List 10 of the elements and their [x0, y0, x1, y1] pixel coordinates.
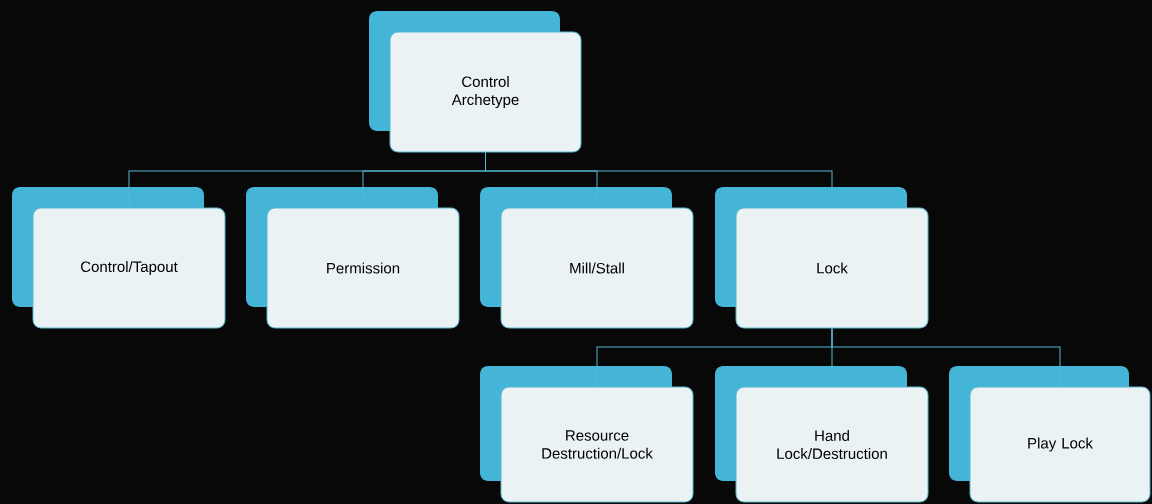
process-box: Lock: [715, 187, 929, 329]
connector: [485, 152, 833, 208]
process-box: Control Archetype: [369, 11, 582, 153]
process-box: Permission: [246, 187, 460, 329]
connector: [831, 328, 1061, 387]
process-box: Play Lock: [949, 366, 1151, 503]
process-box: Hand Lock/Destruction: [715, 366, 929, 503]
process-box: Resource Destruction/Lock: [480, 366, 694, 503]
process-box: Control/Tapout: [12, 187, 226, 329]
process-box: Mill/Stall: [480, 187, 694, 329]
